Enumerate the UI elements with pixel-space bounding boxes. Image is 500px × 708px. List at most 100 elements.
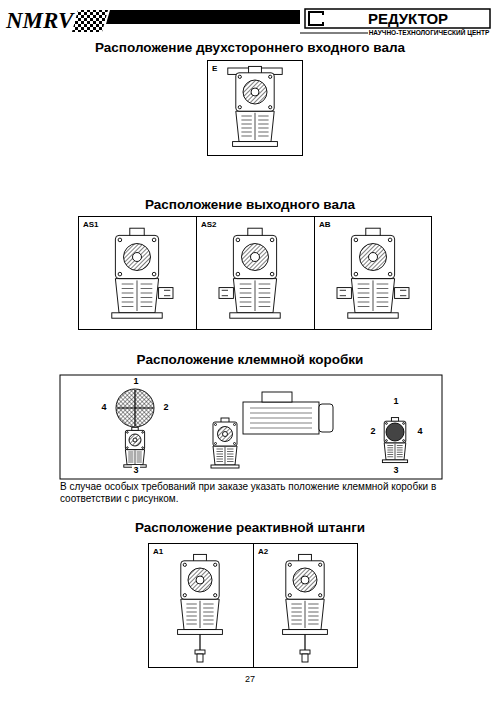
- cooling-fin: [240, 293, 252, 294]
- body-rib: [255, 280, 256, 311]
- gearbox-housing: [115, 235, 158, 278]
- cooling-fin: [291, 612, 301, 613]
- cooling-fin: [358, 297, 370, 298]
- torque-arm-washer: [300, 650, 310, 654]
- cooling-fin: [141, 284, 153, 285]
- section-heading: Расположение двухстороннего входного вал…: [95, 40, 405, 56]
- cooling-fin: [387, 450, 393, 451]
- cooling-fin: [291, 604, 301, 605]
- output-bore: [133, 438, 137, 442]
- gearbox-foot: [283, 630, 328, 635]
- cooling-fin: [308, 612, 318, 613]
- torque-arm-bushing: [302, 654, 308, 662]
- terminal-cross: [117, 407, 153, 408]
- cooling-fin: [308, 616, 318, 617]
- cooling-fin: [186, 624, 196, 625]
- variant-panel: E: [207, 60, 303, 156]
- cooling-fin: [137, 452, 142, 453]
- housing-bolt: [288, 563, 291, 566]
- gearbox-foot: [230, 313, 280, 318]
- cooling-fin: [186, 612, 196, 613]
- cooling-fin: [308, 608, 318, 609]
- cooling-fin: [387, 445, 393, 446]
- body-rib: [395, 444, 396, 459]
- shaft-key: [340, 290, 346, 291]
- cooling-fin: [141, 297, 153, 298]
- housing-bolt: [142, 432, 144, 434]
- cooling-fin: [397, 447, 403, 448]
- cooling-fin: [258, 128, 268, 129]
- cooling-fin: [387, 454, 393, 455]
- cooling-fin: [227, 459, 234, 460]
- cooling-fin: [240, 288, 252, 289]
- cooling-fin: [203, 612, 213, 613]
- cooling-fin: [141, 302, 153, 303]
- position-number: 2: [369, 426, 376, 436]
- housing-bolt: [238, 75, 241, 78]
- cooling-fin: [241, 120, 251, 121]
- gearbox-foot: [348, 313, 398, 318]
- output-shaft: [219, 288, 233, 299]
- cooling-fin: [308, 604, 318, 605]
- output-flange: [242, 244, 269, 271]
- header-rule: [300, 33, 368, 34]
- shaft-key: [222, 295, 228, 296]
- cooling-fin: [128, 454, 133, 455]
- cooling-fin: [377, 293, 389, 294]
- terminal-frame: [60, 375, 442, 479]
- housing-bolt: [403, 423, 405, 425]
- cooling-fin: [397, 452, 403, 453]
- logo-text: РЕДУКТОР: [368, 10, 448, 27]
- logo-mark-gap: [318, 15, 324, 22]
- position-number: 1: [392, 396, 399, 406]
- motor-fin: [250, 423, 312, 424]
- cooling-fin: [241, 132, 251, 133]
- gearbox-housing: [125, 430, 144, 449]
- cooling-fin: [387, 447, 393, 448]
- cooling-fin: [241, 124, 251, 125]
- cooling-fin: [128, 456, 133, 457]
- housing-bolt: [386, 440, 388, 442]
- cooling-fin: [137, 460, 142, 461]
- variant-panel: AS1: [78, 216, 197, 330]
- output-shaft: [395, 288, 409, 299]
- cooling-fin: [358, 293, 370, 294]
- logo-frame: [305, 9, 490, 28]
- variant-code: A2: [258, 547, 268, 556]
- cooling-fin: [240, 306, 252, 307]
- gearbox-lower-body: [115, 279, 158, 313]
- cooling-fin: [377, 306, 389, 307]
- body-rib: [225, 447, 226, 464]
- cooling-fin: [128, 460, 133, 461]
- header-flag: [72, 10, 108, 32]
- output-flange: [218, 427, 233, 442]
- cooling-fin: [259, 288, 271, 289]
- cooling-fin: [377, 297, 389, 298]
- position-number: 4: [416, 426, 423, 436]
- gearbox-housing: [384, 421, 406, 443]
- motor-body: [243, 402, 319, 434]
- cooling-fin: [259, 297, 271, 298]
- cooling-fin: [203, 624, 213, 625]
- housing-bolt: [354, 272, 358, 276]
- cooling-fin: [137, 456, 142, 457]
- housing-bolt: [270, 238, 274, 242]
- output-bore: [223, 432, 228, 437]
- housing-bolt: [319, 594, 322, 597]
- position-number: 4: [100, 402, 107, 412]
- housing-bolt: [183, 563, 186, 566]
- cooling-fin: [291, 620, 301, 621]
- cooling-fin: [141, 293, 153, 294]
- output-flange: [293, 568, 317, 592]
- gearbox-housing: [213, 422, 237, 446]
- cooling-fin: [358, 284, 370, 285]
- cooling-fin: [217, 454, 224, 455]
- housing-bolt: [236, 238, 240, 242]
- cooling-fin: [137, 458, 142, 459]
- gearbox-lower-body: [233, 279, 276, 313]
- motor-end-view: [386, 423, 404, 441]
- position-number: 3: [392, 465, 399, 475]
- gearbox-foot: [211, 465, 239, 468]
- position-number: 3: [132, 465, 139, 475]
- output-bore: [251, 253, 260, 262]
